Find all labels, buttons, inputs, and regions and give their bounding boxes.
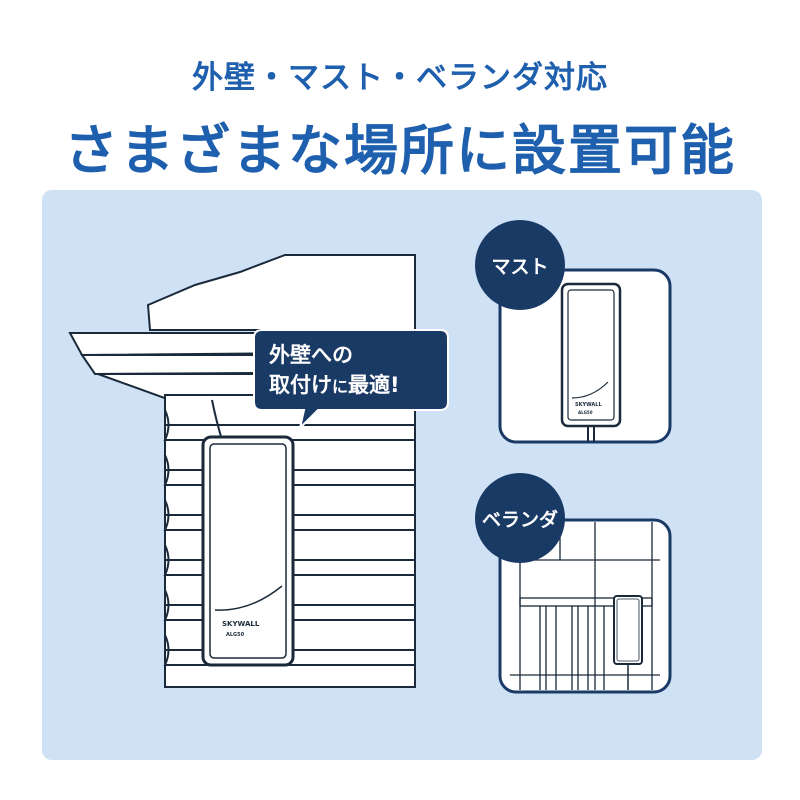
callout-bubble: [253, 329, 449, 432]
mast-device-brand-label: SKYWALL: [575, 402, 602, 408]
roof-top: [146, 254, 416, 331]
headline-title: さまざまな場所に設置可能: [64, 119, 736, 182]
badge-balcony: ベランダ: [475, 473, 565, 563]
callout-text: 外壁への 取付けに最適!: [255, 332, 445, 410]
wall-log-lines: [163, 409, 415, 666]
callout-line2-part2: に: [332, 377, 349, 396]
badge-mast: マスト: [475, 220, 565, 310]
callout-line2-part1: 取付け: [269, 373, 332, 397]
mast-device-model-label: ALG50: [578, 410, 593, 415]
callout-line2-part3: 最適!: [348, 373, 400, 397]
antenna-device-large: [201, 435, 295, 667]
headline-subtitle: 外壁・マスト・ベランダ対応: [192, 60, 608, 96]
callout-line1: 外壁への: [269, 343, 353, 367]
device-model-label: ALG50: [226, 632, 245, 638]
callout-line2: 取付けに最適!: [269, 370, 445, 402]
device-brand-label: SKYWALL: [222, 620, 260, 628]
mast-card: [498, 268, 672, 444]
